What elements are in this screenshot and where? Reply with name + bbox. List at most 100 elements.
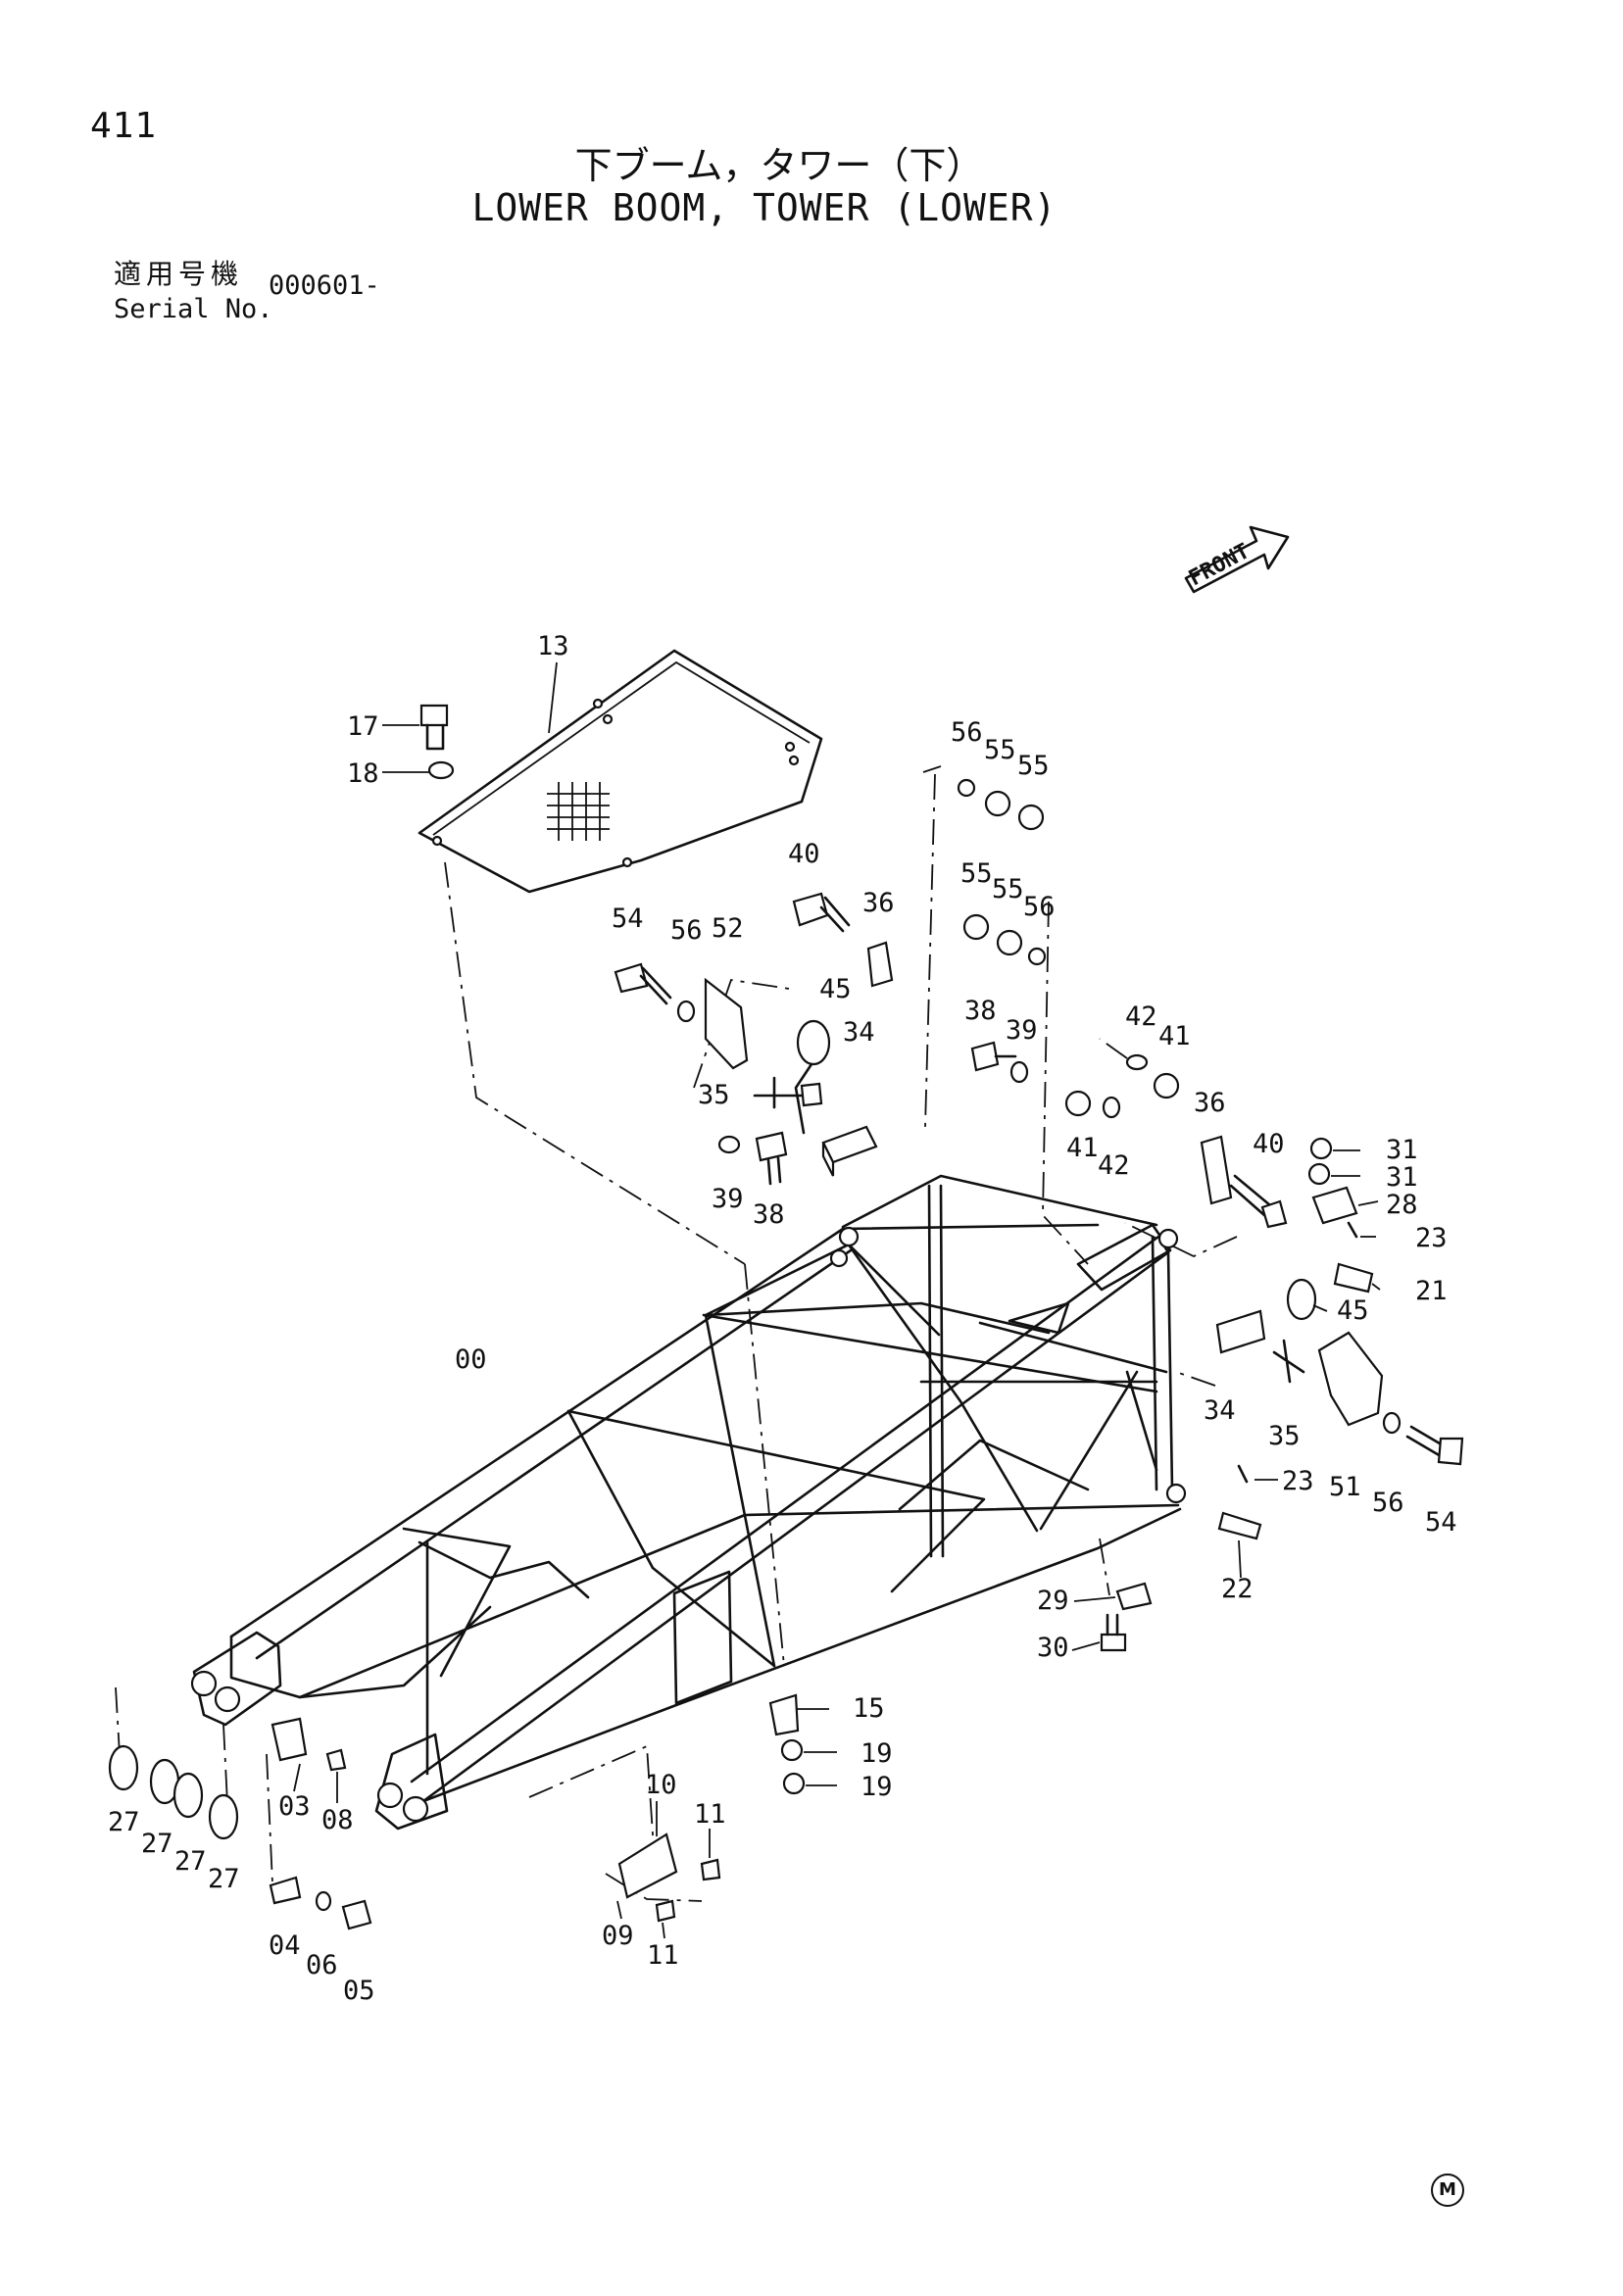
- bolt-38-right: [970, 1041, 1017, 1072]
- washer-06: [315, 1890, 332, 1912]
- callout-41: 41: [1158, 1021, 1191, 1051]
- boom-frame: [190, 1174, 1187, 1831]
- callout-03: 03: [278, 1791, 311, 1822]
- pin-35-top: [753, 1076, 823, 1109]
- pin-23-lower: [1237, 1464, 1249, 1484]
- screw-11-upper: [700, 1858, 721, 1881]
- serial-label: Serial No.: [114, 294, 273, 324]
- callout-52: 52: [712, 913, 744, 944]
- callout-42: 42: [1098, 1150, 1130, 1181]
- callout-28: 28: [1386, 1190, 1418, 1220]
- callout-05: 05: [343, 1976, 375, 2006]
- callout-19: 19: [861, 1738, 893, 1769]
- callout-34: 34: [1204, 1395, 1236, 1426]
- callout-40: 40: [1253, 1129, 1285, 1159]
- registered-mark-icon: M: [1431, 2174, 1464, 2207]
- pin-21: [1333, 1262, 1374, 1294]
- bolt-05: [341, 1899, 372, 1930]
- bushing-03: [270, 1717, 308, 1762]
- callout-27: 27: [108, 1807, 140, 1837]
- pin-45: [794, 1019, 831, 1135]
- bolt-54-right: [1405, 1425, 1464, 1466]
- callout-36: 36: [862, 888, 895, 918]
- nuts-31: [1307, 1137, 1333, 1186]
- pin-22: [1217, 1511, 1262, 1540]
- fitting-08: [325, 1748, 347, 1772]
- clamp-15: [768, 1693, 800, 1736]
- page-title-japanese: 下ブーム，タワー（下）: [574, 144, 984, 187]
- callout-35: 35: [1268, 1421, 1301, 1451]
- leader-lines: [293, 661, 1381, 1939]
- callout-39: 39: [1006, 1015, 1038, 1046]
- callout-06: 06: [306, 1950, 338, 1980]
- nuts-top: [957, 778, 1047, 966]
- callout-04: 04: [269, 1930, 301, 1961]
- callout-45: 45: [819, 974, 852, 1004]
- callout-54: 54: [612, 904, 644, 934]
- nut-41: [1153, 1072, 1180, 1099]
- callout-27: 27: [141, 1829, 173, 1859]
- front-label: FRONT: [1185, 539, 1254, 591]
- callout-56: 56: [951, 717, 983, 748]
- washer-56-right: [1382, 1411, 1402, 1435]
- page-title: LOWER BOOM, TOWER (LOWER): [471, 186, 1057, 229]
- callout-51: 51: [1329, 1472, 1361, 1502]
- serial-number-value: 000601-: [269, 270, 380, 301]
- callout-41: 41: [1066, 1133, 1099, 1163]
- callout-34: 34: [843, 1017, 875, 1048]
- bolt-30: [1100, 1613, 1127, 1652]
- bolt-38-left: [755, 1131, 788, 1186]
- nut-19-upper: [780, 1738, 804, 1762]
- washer-42-lower: [1102, 1096, 1121, 1119]
- callout-17: 17: [347, 711, 379, 742]
- block-34-right: [1215, 1309, 1266, 1354]
- pin-23: [1347, 1221, 1358, 1239]
- bolt-40-top: [792, 892, 851, 933]
- block-34-top: [821, 1125, 878, 1177]
- washer-18: [427, 760, 455, 780]
- reference-lines: [115, 765, 1238, 1902]
- bracket-52: [704, 977, 749, 1070]
- callout-15: 15: [853, 1693, 885, 1724]
- washer-56: [676, 1000, 696, 1023]
- plate-04: [269, 1876, 302, 1905]
- plate-10: [617, 1832, 678, 1899]
- serial-label-japanese: 適用号機: [114, 258, 244, 290]
- callout-40: 40: [788, 839, 820, 869]
- bracket-51: [1317, 1331, 1384, 1427]
- callout-54: 54: [1425, 1507, 1457, 1538]
- bolt-54-top: [614, 962, 672, 1005]
- callout-11: 11: [647, 1940, 679, 1971]
- callout-08: 08: [321, 1805, 354, 1835]
- callout-56: 56: [1023, 892, 1056, 922]
- callout-35: 35: [698, 1080, 730, 1110]
- callout-00: 00: [455, 1344, 487, 1375]
- callout-31: 31: [1386, 1162, 1418, 1193]
- nut-19-lower: [782, 1772, 806, 1795]
- nut-41-lower: [1064, 1090, 1092, 1117]
- pin-35-right: [1272, 1339, 1305, 1384]
- washer-39: [717, 1135, 741, 1154]
- callout-22: 22: [1221, 1574, 1254, 1604]
- callout-29: 29: [1037, 1586, 1069, 1616]
- callout-55: 55: [960, 858, 993, 889]
- callout-56: 56: [1372, 1488, 1404, 1518]
- callout-56: 56: [670, 915, 703, 946]
- callout-11: 11: [694, 1799, 726, 1830]
- callout-36: 36: [1194, 1088, 1226, 1118]
- page-number: 411: [90, 106, 158, 146]
- callout-18: 18: [347, 758, 379, 789]
- callout-39: 39: [712, 1184, 744, 1214]
- callout-45: 45: [1337, 1295, 1369, 1326]
- callout-38: 38: [964, 996, 997, 1026]
- callout-23: 23: [1282, 1466, 1314, 1496]
- mesh-icon: [547, 782, 610, 841]
- clip-28: [1311, 1186, 1358, 1225]
- sleeve-36-right: [1200, 1135, 1233, 1205]
- part-callouts: 13 17 18 56 55 55 40 36 55 55 56 54 56 5…: [108, 631, 1457, 2006]
- washer-42: [1125, 1053, 1149, 1071]
- cover-plate: [418, 649, 823, 894]
- washer-39-right: [1009, 1060, 1029, 1084]
- callout-09: 09: [602, 1921, 634, 1951]
